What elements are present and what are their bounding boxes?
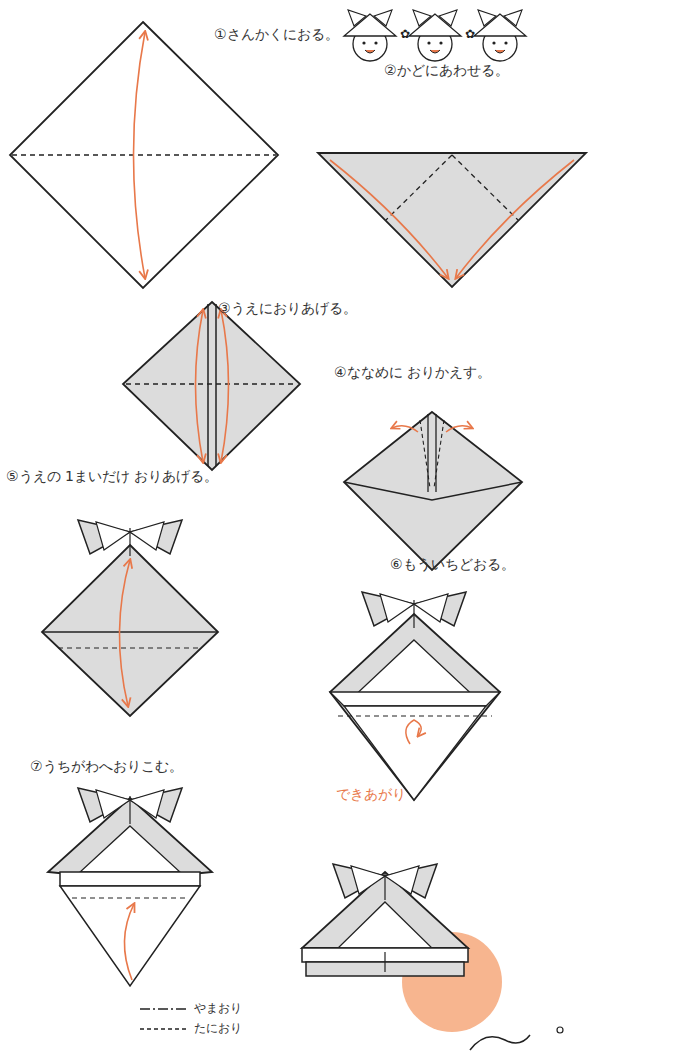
step-instruction: ④ななめに おりかえす。 bbox=[334, 364, 491, 381]
legend-text: やまおり bbox=[194, 1000, 242, 1017]
step-instruction: ②かどにあわせる。 bbox=[384, 62, 509, 79]
fold-line-sample bbox=[138, 1021, 188, 1037]
step-instruction: ⑦うちがわへおりこむ。 bbox=[30, 758, 183, 775]
fold-line-sample bbox=[138, 1001, 188, 1017]
step-instruction: ①さんかくにおる。 bbox=[214, 26, 339, 43]
finished-label: できあがり bbox=[336, 786, 406, 803]
svg-text:✿: ✿ bbox=[400, 27, 410, 41]
step-instruction: ⑥もういちどおる。 bbox=[390, 556, 515, 573]
step-instruction: ⑤うえの 1まいだけ おりあげる。 bbox=[6, 468, 218, 485]
legend-item: たにおり bbox=[138, 1020, 242, 1037]
svg-text:✿: ✿ bbox=[465, 27, 475, 41]
step-instruction: ③うえにおりあげる。 bbox=[218, 300, 357, 317]
legend-text: たにおり bbox=[194, 1020, 242, 1037]
legend-item: やまおり bbox=[138, 1000, 242, 1017]
